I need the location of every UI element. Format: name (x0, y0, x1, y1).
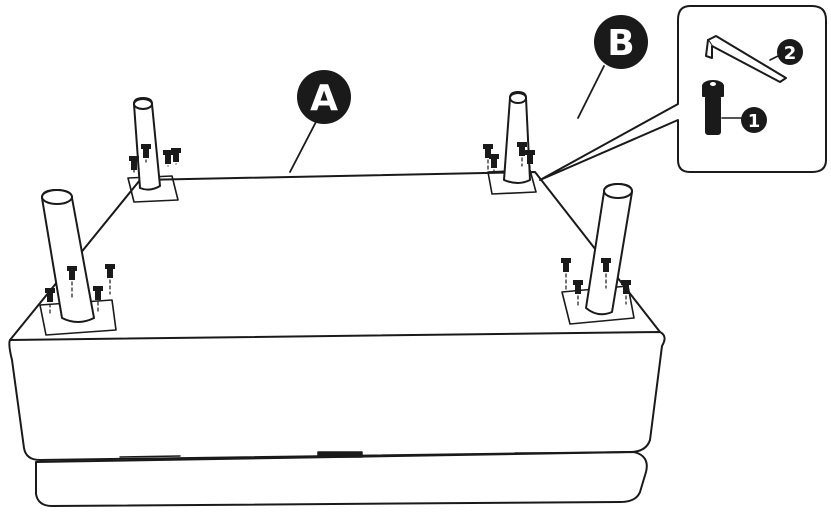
label-b-badge: B (594, 15, 648, 69)
callout-box (539, 5, 827, 181)
label-a-badge: A (297, 70, 351, 124)
bolt-icon (163, 150, 173, 167)
legs (41, 91, 633, 323)
leg-front-right (585, 183, 633, 316)
bolt-icon (601, 258, 611, 289)
leader-line-b (577, 65, 605, 119)
bolt-icon (129, 156, 139, 173)
leg-bolts (45, 142, 631, 317)
label-a-text: A (310, 78, 338, 119)
bolt-icon (561, 258, 571, 291)
seam-details (119, 451, 561, 458)
bolt-icon (141, 144, 151, 163)
leg-back-left (133, 97, 161, 191)
bolt-icon (105, 264, 115, 295)
bolt-part-icon (702, 80, 724, 135)
leader-line-a (289, 117, 319, 173)
leg-back-right (503, 91, 531, 184)
bolt-icon (517, 142, 527, 167)
part-2-badge: 2 (777, 39, 803, 65)
allen-key-icon (705, 35, 787, 83)
bolt-icon (93, 286, 103, 315)
bolt-icon (171, 148, 181, 165)
ottoman-body (8, 171, 666, 507)
ottoman-base-slab (35, 451, 648, 507)
bolt-icon (525, 150, 535, 171)
part-2-number: 2 (784, 43, 797, 64)
ottoman-bottom-face (9, 171, 661, 341)
ottoman-front-face (8, 331, 666, 461)
bolt-icon (573, 280, 583, 309)
hardware-callout (539, 5, 827, 181)
part-1-badge: 1 (741, 107, 767, 133)
bolt-icon (621, 280, 631, 305)
label-b-text: B (607, 23, 634, 64)
bolt-icon (483, 144, 493, 171)
bolt-icon (45, 288, 55, 317)
leg-front-left (41, 189, 95, 323)
part-1-number: 1 (748, 111, 761, 132)
bolt-icon (489, 154, 499, 177)
bolt-icon (67, 266, 77, 301)
leader-lines (289, 65, 605, 173)
